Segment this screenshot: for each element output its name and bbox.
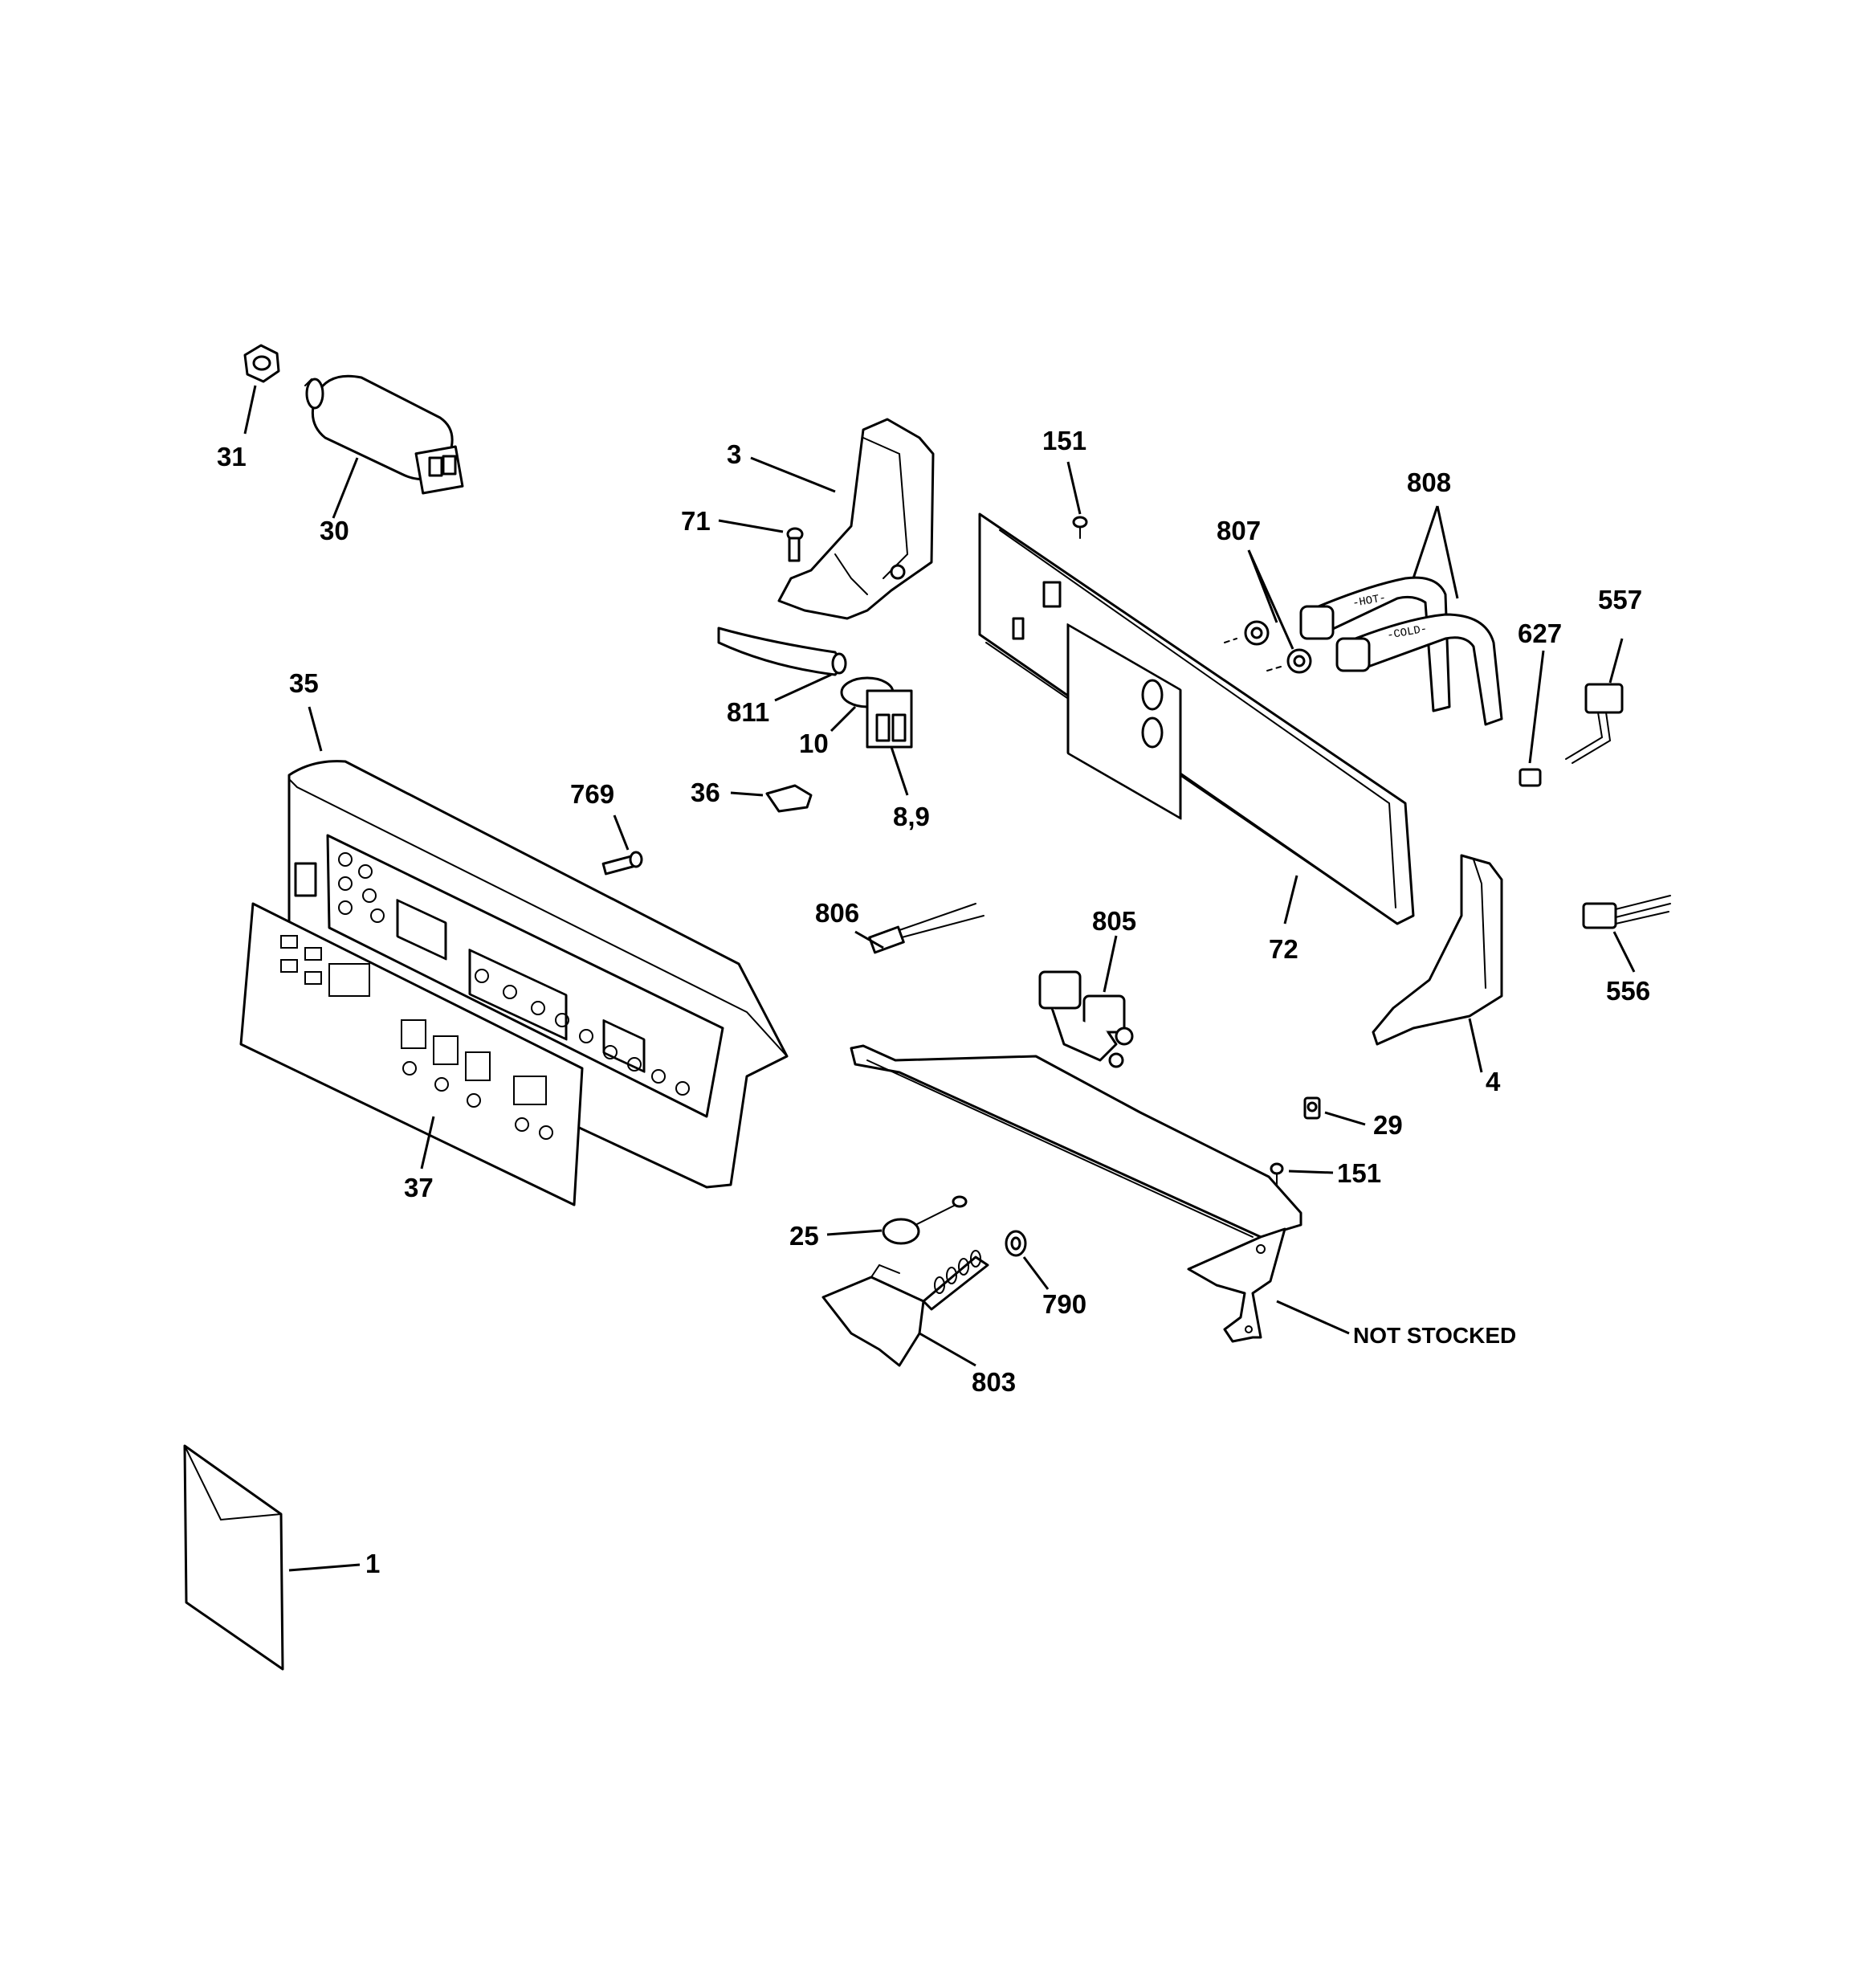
leader-37 (420, 1116, 435, 1170)
part-808-hoses[interactable]: -HOT- -COLD- (1299, 576, 1503, 726)
leader-627 (1528, 650, 1545, 764)
callout-806: 806 (815, 898, 859, 928)
callout-71: 71 (681, 506, 711, 536)
callout-769: 769 (570, 779, 614, 809)
part-803-funnel[interactable] (821, 1250, 989, 1367)
leader-556 (1612, 931, 1636, 973)
leader-3 (750, 456, 836, 493)
leader-808-b (1436, 505, 1459, 599)
callout-not-stocked: NOT STOCKED (1353, 1323, 1516, 1348)
callout-808: 808 (1407, 467, 1451, 497)
callout-1: 1 (365, 1549, 380, 1578)
leader-151-top (1066, 461, 1082, 515)
leader-not-stocked (1276, 1300, 1350, 1335)
leader-790 (1022, 1256, 1050, 1290)
part-37-overlay[interactable] (239, 902, 584, 1206)
callout-25: 25 (789, 1221, 819, 1251)
part-151-screw-bottom[interactable] (1270, 1162, 1284, 1188)
leader-71 (718, 519, 784, 533)
part-556-connector[interactable] (1582, 895, 1671, 929)
leader-557 (1608, 638, 1624, 684)
leader-36 (730, 791, 764, 797)
leader-805 (1103, 935, 1118, 993)
callout-31: 31 (217, 442, 247, 471)
hose-label-hot: -HOT- (1351, 592, 1387, 610)
callout-8-9: 8,9 (893, 802, 930, 831)
part-71-screw[interactable] (786, 527, 804, 562)
leader-1 (288, 1563, 361, 1572)
part-30-capacitor[interactable] (304, 374, 464, 495)
callout-803: 803 (972, 1367, 1016, 1397)
leader-808-a (1412, 505, 1439, 579)
callout-30: 30 (320, 516, 349, 545)
part-805-water-valve[interactable] (1038, 970, 1134, 1068)
callout-151-bottom: 151 (1337, 1158, 1381, 1188)
leader-151-bottom (1288, 1170, 1334, 1174)
leader-4 (1468, 1018, 1483, 1073)
leader-803 (919, 1332, 976, 1367)
part-not-stocked-bracket[interactable] (850, 1044, 1302, 1343)
part-36-clip[interactable] (765, 784, 813, 813)
callout-807: 807 (1217, 516, 1261, 545)
callout-10: 10 (799, 729, 829, 758)
leader-8-9 (890, 746, 909, 796)
callout-29: 29 (1373, 1110, 1403, 1140)
callout-72: 72 (1269, 934, 1298, 964)
callout-627: 627 (1518, 618, 1562, 648)
part-790-clamp[interactable] (1005, 1230, 1027, 1257)
callout-151-top: 151 (1042, 426, 1086, 455)
leader-31 (243, 385, 257, 435)
leader-30 (332, 457, 359, 519)
callout-811: 811 (727, 697, 769, 727)
leader-807-b (1247, 549, 1294, 650)
leader-72 (1283, 875, 1298, 925)
part-72-back-panel[interactable] (978, 512, 1415, 925)
leader-29 (1324, 1111, 1366, 1126)
part-31-hex-nut[interactable] (243, 344, 280, 383)
part-806-thermistor[interactable] (868, 903, 984, 954)
leader-811 (774, 673, 832, 702)
part-807-washers[interactable] (1224, 620, 1312, 674)
part-4-bracket[interactable] (1372, 854, 1503, 1046)
callout-556: 556 (1606, 976, 1650, 1006)
part-769-screw[interactable] (601, 851, 643, 876)
part-10-pressure-switch[interactable] (840, 676, 913, 749)
leader-35 (308, 706, 323, 752)
callout-805: 805 (1092, 906, 1136, 936)
callout-35: 35 (289, 668, 319, 698)
part-1-literature[interactable] (183, 1444, 284, 1671)
callout-37: 37 (404, 1173, 434, 1202)
part-3-bracket[interactable] (777, 418, 935, 620)
leader-10 (830, 705, 857, 733)
part-811-tube[interactable] (717, 627, 847, 676)
callout-3: 3 (727, 439, 741, 469)
callout-557: 557 (1598, 585, 1642, 614)
part-557-plug[interactable] (1565, 683, 1624, 764)
part-627-connector[interactable] (1519, 768, 1542, 787)
callout-4: 4 (1486, 1067, 1501, 1096)
callout-36: 36 (691, 778, 720, 807)
leader-769 (613, 814, 630, 851)
part-29-clip[interactable] (1303, 1096, 1321, 1120)
leader-806 (854, 930, 884, 949)
part-151-screw-top[interactable] (1072, 516, 1088, 539)
part-25-knob[interactable] (882, 1195, 968, 1245)
leader-25 (826, 1229, 883, 1236)
callout-790: 790 (1042, 1289, 1086, 1319)
part-35-control-panel[interactable] (287, 760, 789, 1189)
